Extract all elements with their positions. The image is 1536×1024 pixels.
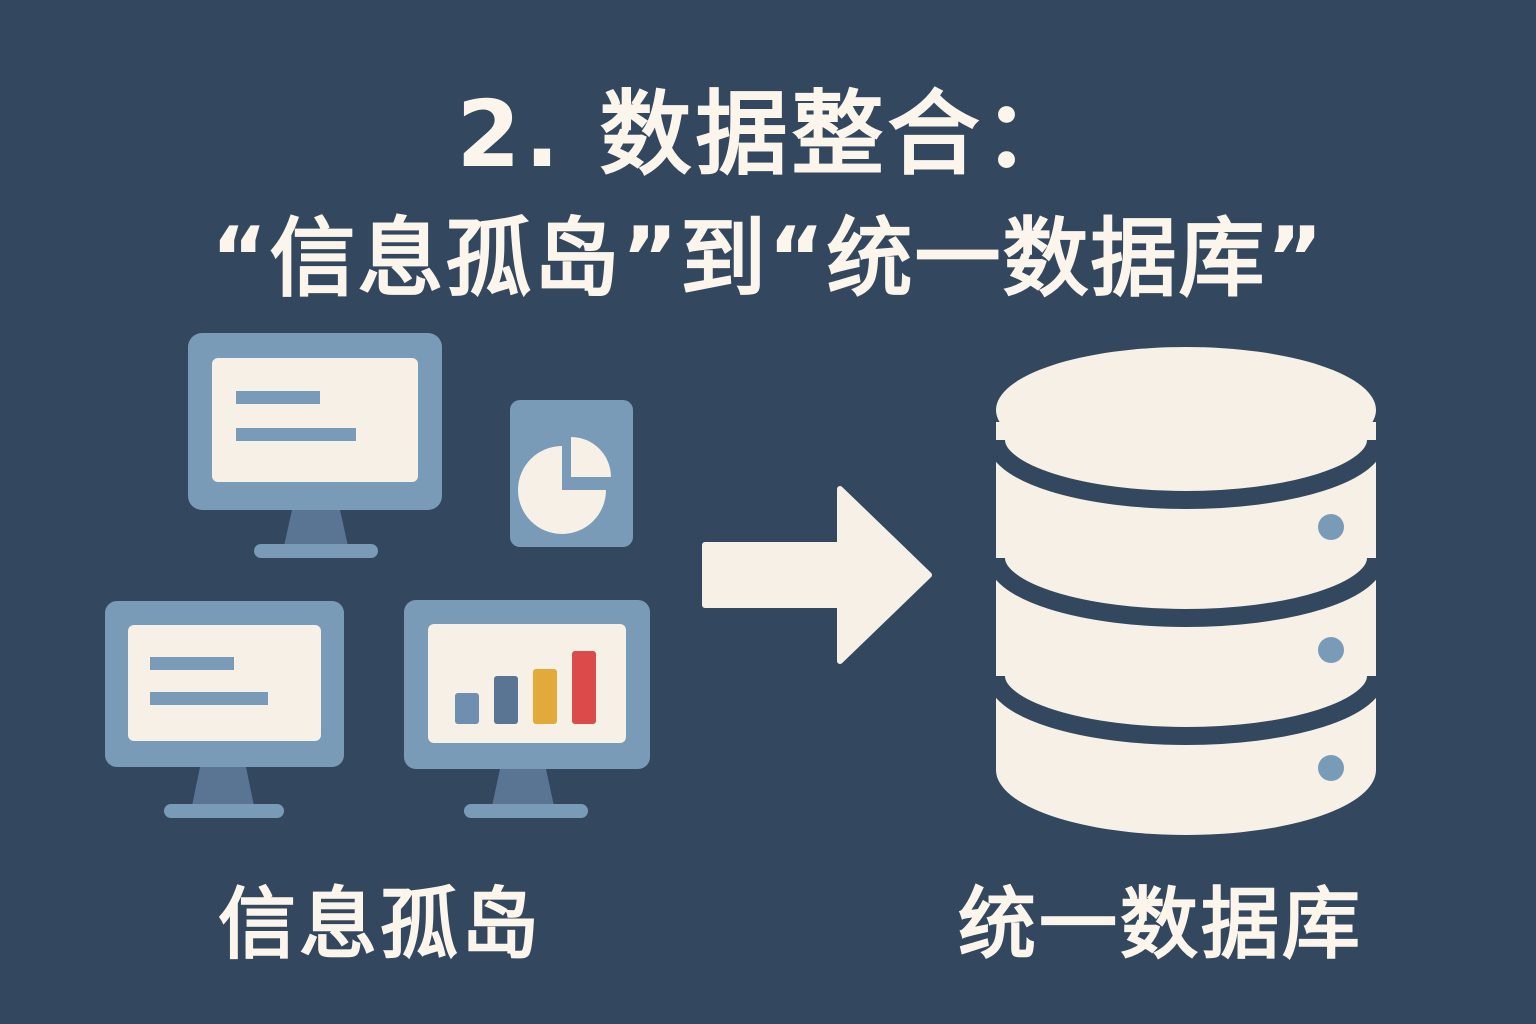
caption-unified-database: 统一数据库 — [958, 880, 1364, 970]
monitor-text-icon — [105, 601, 344, 818]
title-line-2: “信息孤岛”到“统一数据库” — [210, 209, 1326, 309]
title-line-1: 2. 数据整合： — [456, 81, 1080, 188]
caption-information-silos: 信息孤岛 — [218, 880, 543, 970]
pie-chart-card-icon — [510, 400, 633, 547]
monitor-text-icon — [188, 333, 442, 558]
right-arrow-icon — [702, 486, 932, 664]
monitor-bar-chart-icon — [404, 600, 650, 818]
database-icon — [987, 347, 1385, 835]
